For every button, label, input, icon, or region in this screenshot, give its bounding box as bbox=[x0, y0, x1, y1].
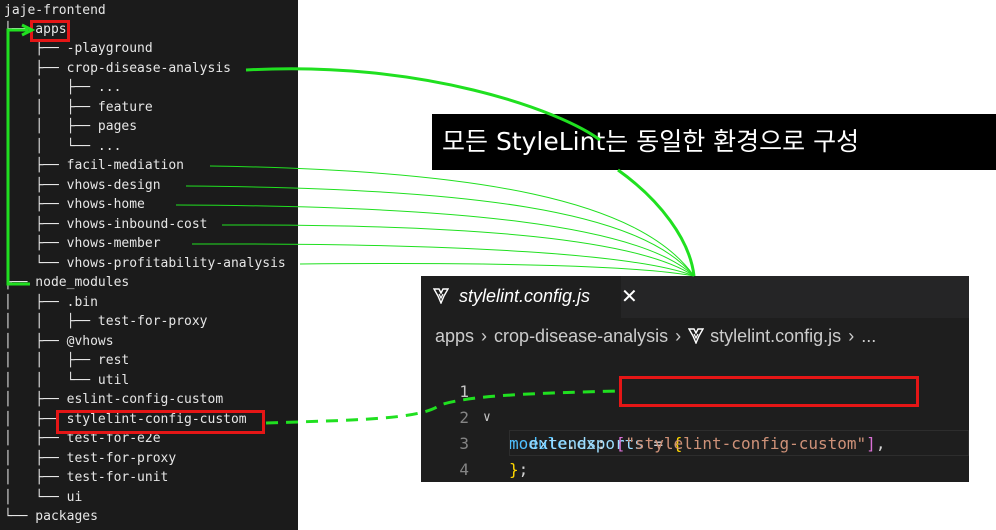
close-icon[interactable]: ✕ bbox=[621, 284, 638, 308]
tree-item: │ │ ├── test-for-proxy bbox=[4, 314, 208, 329]
tree-item: │ ├── vhows-design bbox=[4, 178, 161, 193]
code-line-2[interactable]: 2 extends: ["stylelint-config-custom"], bbox=[421, 379, 969, 453]
caption-banner: 모든 StyleLint는 동일한 환경으로 구성 bbox=[432, 114, 996, 170]
code-token: = bbox=[643, 434, 673, 453]
current-line-highlight bbox=[509, 430, 969, 456]
line-number: 3 bbox=[459, 434, 469, 453]
tree-item: │ ├── -playground bbox=[4, 41, 153, 56]
tree-item-stylelint-config: │ ├── stylelint-config-custom bbox=[4, 412, 247, 427]
breadcrumb-item[interactable]: apps bbox=[435, 326, 475, 346]
tree-root: jaje-frontend bbox=[4, 3, 106, 18]
breadcrumb-separator: › bbox=[848, 326, 855, 346]
code-token: "stylelint-config-custom" bbox=[625, 434, 867, 453]
code-token: extends bbox=[529, 434, 597, 453]
connector-caption-to-editor bbox=[617, 168, 696, 277]
tab-filename: stylelint.config.js bbox=[459, 286, 591, 306]
code-line-3[interactable]: 3 }; bbox=[421, 405, 969, 479]
code-token: . bbox=[566, 434, 577, 453]
tree-item: │ ├── vhows-home bbox=[4, 197, 145, 212]
tree-item: │ │ └── ... bbox=[4, 139, 122, 154]
code-line-4[interactable]: 4 bbox=[421, 431, 969, 479]
tree-item: │ ├── test-for-unit bbox=[4, 470, 169, 485]
line-number: 4 bbox=[459, 460, 469, 479]
code-token: [ bbox=[615, 434, 626, 453]
code-editor: stylelint.config.js ✕ apps › crop-disease-… bbox=[421, 276, 969, 482]
tree-item: │ │ └── util bbox=[4, 373, 130, 388]
tree-item: │ │ ├── feature bbox=[4, 100, 153, 115]
code-token: exports bbox=[576, 434, 644, 453]
breadcrumb-item[interactable]: ... bbox=[861, 326, 877, 346]
apps-highlight-box bbox=[30, 20, 70, 42]
breadcrumb-separator: › bbox=[481, 326, 488, 346]
breadcrumb: apps › crop-disease-analysis › stylelint.con… bbox=[435, 326, 876, 347]
file-tree-terminal: jaje-frontend ├── apps │ ├── -playground… bbox=[0, 0, 298, 530]
breadcrumb-item[interactable]: crop-disease-analysis bbox=[494, 326, 669, 346]
tree-item: │ ├── test-for-e2e bbox=[4, 431, 161, 446]
breadcrumb-separator: › bbox=[675, 326, 682, 346]
tree-item-crop: │ ├── crop-disease-analysis bbox=[4, 61, 231, 76]
tree-item: │ ├── eslint-config-custom bbox=[4, 392, 224, 407]
tree-item: │ ├── .bin bbox=[4, 295, 98, 310]
code-token: , bbox=[875, 434, 886, 453]
code-token: module bbox=[509, 434, 567, 453]
stylelint-config-highlight-box bbox=[56, 410, 265, 434]
tab-stylelint-config[interactable]: stylelint.config.js ✕ bbox=[421, 276, 638, 318]
tree-item: │ ├── facil-mediation bbox=[4, 158, 185, 173]
breadcrumb-item[interactable]: stylelint.config.js bbox=[710, 326, 842, 346]
tree-item: │ │ ├── rest bbox=[4, 353, 130, 368]
tree-item: │ └── vhows-profitability-analysis bbox=[4, 256, 286, 271]
tree-item-node-modules: ├── node_modules bbox=[4, 275, 130, 290]
tree-item: │ ├── vhows-member bbox=[4, 236, 161, 251]
code-token: { bbox=[672, 434, 683, 453]
tree-item: │ │ ├── pages bbox=[4, 119, 138, 134]
extends-highlight-box bbox=[619, 376, 919, 407]
tab-bar: stylelint.config.js ✕ bbox=[421, 276, 969, 318]
code-token: : bbox=[596, 434, 616, 453]
stylelint-icon bbox=[433, 288, 449, 304]
tree-item: │ │ ├── ... bbox=[4, 80, 122, 95]
code-token: } bbox=[509, 460, 519, 479]
tree-item: └── packages bbox=[4, 509, 98, 524]
code-token: ] bbox=[866, 434, 876, 453]
code-token: ; bbox=[518, 460, 529, 479]
tree-item: │ ├── test-for-proxy bbox=[4, 451, 177, 466]
stylelint-icon bbox=[688, 328, 705, 344]
tree-item: │ ├── vhows-inbound-cost bbox=[4, 217, 208, 232]
tree-item: │ ├── @vhows bbox=[4, 334, 114, 349]
connector-thin bbox=[299, 263, 695, 277]
tree-item: │ └── ui bbox=[4, 490, 83, 505]
